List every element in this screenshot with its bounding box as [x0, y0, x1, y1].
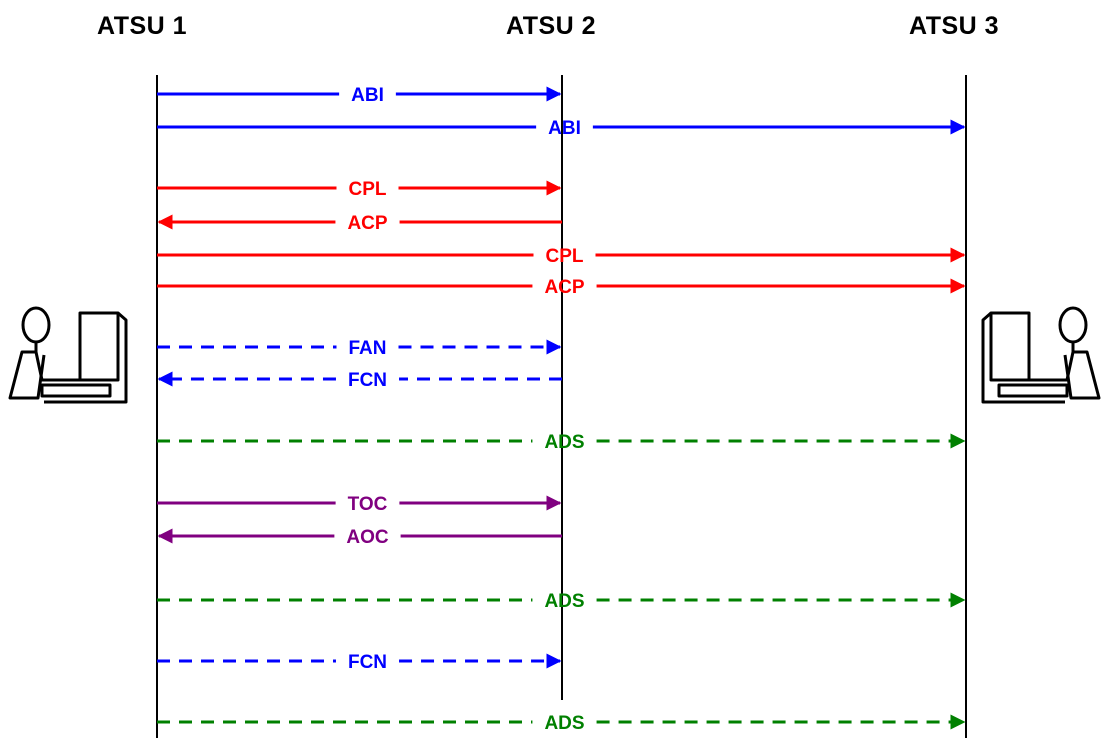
message-cpl: CPL: [157, 179, 562, 200]
messages-layer: ABI ABI CPL ACP CPL ACP FAN FCN ADS TOC AOC ADS FCN A…: [157, 85, 966, 734]
message-acp: ACP: [157, 213, 562, 234]
message-label: ADS: [544, 591, 584, 612]
message-label: CPL: [546, 246, 584, 267]
message-fcn: FCN: [157, 652, 562, 673]
message-abi: ABI: [157, 85, 562, 106]
controller-right-icon: [981, 306, 1101, 404]
message-cpl: CPL: [157, 246, 966, 267]
message-label: FAN: [349, 338, 387, 359]
message-aoc: AOC: [157, 527, 562, 548]
header-atsu1: ATSU 1: [97, 12, 188, 40]
message-fcn: FCN: [157, 370, 562, 391]
message-label: AOC: [346, 527, 389, 548]
message-fan: FAN: [157, 338, 562, 359]
message-toc: TOC: [157, 494, 562, 515]
message-acp: ACP: [157, 277, 966, 298]
message-ads: ADS: [157, 591, 966, 612]
message-abi: ABI: [157, 118, 966, 139]
message-label: TOC: [348, 494, 388, 515]
message-label: ACP: [347, 213, 387, 234]
message-label: FCN: [348, 370, 387, 391]
message-ads: ADS: [157, 432, 966, 453]
message-label: ABI: [351, 85, 384, 106]
message-ads: ADS: [157, 713, 966, 734]
header-atsu3: ATSU 3: [909, 12, 1000, 40]
message-label: ABI: [548, 118, 581, 139]
message-label: FCN: [348, 652, 387, 673]
message-label: ADS: [544, 432, 584, 453]
header-atsu2: ATSU 2: [506, 12, 597, 40]
message-label: ADS: [544, 713, 584, 734]
message-label: CPL: [349, 179, 387, 200]
message-label: ACP: [544, 277, 584, 298]
controller-left-icon: [8, 306, 128, 404]
